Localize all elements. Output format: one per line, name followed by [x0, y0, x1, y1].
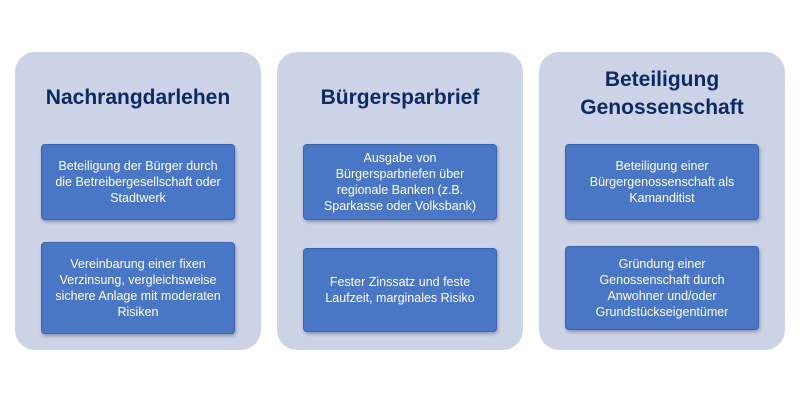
info-card: Gründung einer Genossenschaft durch Anwo…: [565, 246, 759, 330]
info-card-text: Beteiligung der Bürger durch die Betreib…: [55, 159, 221, 205]
column-beteiligung-genossenschaft: Beteiligung Genossenschaft Beteiligung e…: [539, 52, 785, 350]
info-card-text: Fester Zinssatz und feste Laufzeit, marg…: [325, 275, 475, 305]
info-card: Vereinbarung einer fixen Verzinsung, ver…: [41, 242, 235, 334]
column-nachrangdarlehen: Nachrangdarlehen Beteiligung der Bürger …: [15, 52, 261, 350]
info-card: Beteiligung der Bürger durch die Betreib…: [41, 144, 235, 220]
info-card-text: Beteiligung einer Bürgergenossenschaft a…: [589, 159, 735, 205]
info-card: Beteiligung einer Bürgergenossenschaft a…: [565, 144, 759, 220]
info-card: Ausgabe von Bürgersparbriefen über regio…: [303, 144, 497, 220]
column-title: Beteiligung Genossenschaft: [580, 68, 744, 119]
info-card-text: Ausgabe von Bürgersparbriefen über regio…: [323, 151, 477, 213]
info-card: Fester Zinssatz und feste Laufzeit, marg…: [303, 248, 497, 332]
info-card-text: Vereinbarung einer fixen Verzinsung, ver…: [55, 257, 221, 319]
column-title: Bürgersparbrief: [320, 86, 480, 109]
column-buergersparbrief: Bürgersparbrief Ausgabe von Bürgersparbr…: [277, 52, 523, 350]
info-card-text: Gründung einer Genossenschaft durch Anwo…: [595, 257, 729, 319]
column-title: Nachrangdarlehen: [45, 86, 231, 109]
